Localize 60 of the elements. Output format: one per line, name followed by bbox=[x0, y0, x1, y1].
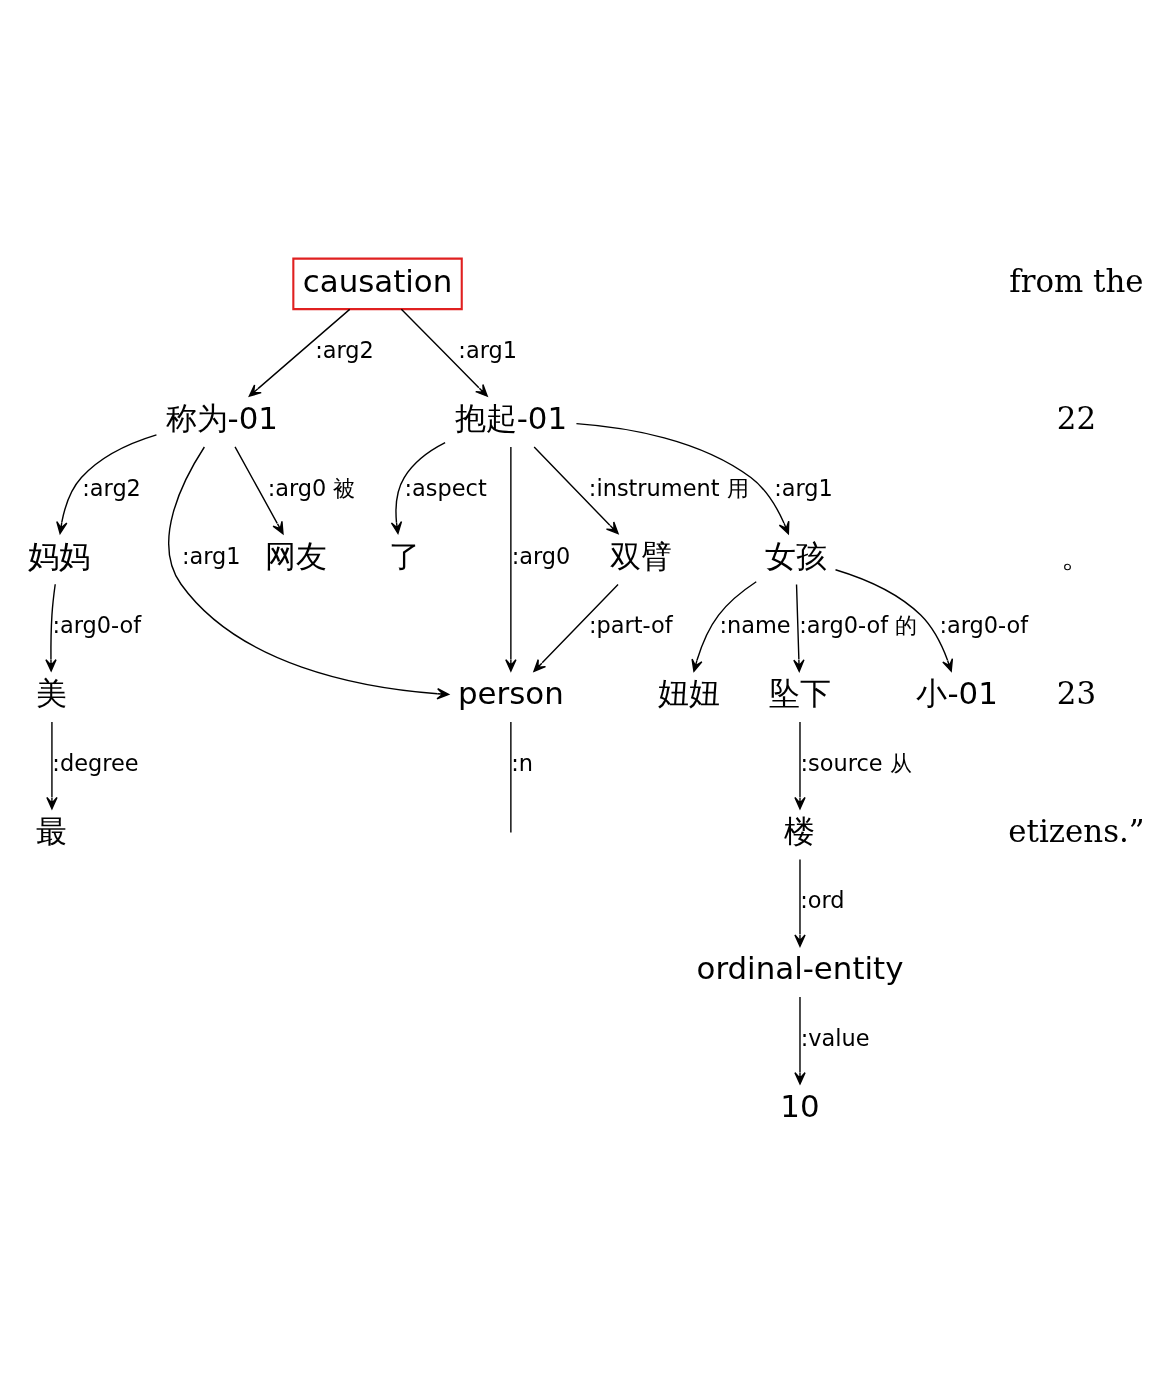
node-text: 小-01 bbox=[916, 675, 998, 712]
node-text: ordinal-entity bbox=[696, 950, 904, 987]
node-text: 坠下 bbox=[768, 675, 831, 712]
edge-label: :n bbox=[511, 749, 533, 776]
edge-label: :part-of bbox=[589, 612, 673, 639]
node-text: 妞妞 bbox=[658, 675, 721, 712]
arrow bbox=[505, 446, 517, 672]
edge-label: :arg0-of bbox=[52, 612, 142, 639]
edge-label: :arg2 bbox=[315, 336, 374, 363]
arrow bbox=[234, 446, 284, 535]
label: 23 bbox=[1056, 675, 1097, 712]
label: 。 bbox=[1060, 537, 1092, 574]
edge-label: :arg1 bbox=[458, 336, 518, 363]
arrow bbox=[834, 569, 954, 672]
edge-label: :arg1 bbox=[774, 474, 833, 501]
edge-label: :arg0 被 bbox=[267, 474, 356, 501]
arrow bbox=[794, 858, 806, 947]
connector bbox=[510, 721, 512, 834]
edge-label: :degree bbox=[52, 749, 139, 776]
edge-label: :aspect bbox=[404, 474, 487, 501]
edge-label: :arg1 bbox=[181, 543, 241, 570]
node-text: 抱起-01 bbox=[454, 400, 568, 437]
node-text: 最 bbox=[36, 812, 68, 849]
arrow bbox=[533, 583, 619, 672]
edge-label: :source 从 bbox=[800, 749, 912, 776]
node-text: 女孩 bbox=[764, 537, 827, 574]
arrow bbox=[794, 721, 806, 810]
label: 22 bbox=[1056, 400, 1097, 437]
edge-label: :arg0-of 的 bbox=[799, 612, 918, 639]
edge-label: :instrument 用 bbox=[588, 474, 749, 501]
node-text: 楼 bbox=[784, 812, 816, 849]
arrow bbox=[56, 434, 158, 535]
node-text: 称为-01 bbox=[165, 400, 278, 437]
edge-label: :arg0 bbox=[511, 543, 571, 570]
edge-label: :arg0-of bbox=[939, 612, 1029, 639]
label: from the bbox=[1009, 262, 1144, 299]
arrow bbox=[691, 581, 757, 672]
arrow bbox=[400, 308, 488, 397]
edge-label: :value bbox=[800, 1024, 870, 1051]
arrow bbox=[794, 996, 806, 1085]
node-text: 妈妈 bbox=[27, 537, 90, 574]
node-text: person bbox=[457, 675, 564, 712]
node-text: 双臂 bbox=[610, 537, 673, 574]
arrow bbox=[45, 583, 57, 672]
edge-label: :name bbox=[719, 612, 791, 639]
edge-label: :ord bbox=[800, 887, 845, 914]
label: etizens.” bbox=[1008, 812, 1145, 849]
arrow bbox=[793, 583, 805, 672]
arrow bbox=[168, 446, 450, 700]
arrow bbox=[46, 721, 58, 810]
edge-label: :arg2 bbox=[82, 474, 141, 501]
arrow bbox=[248, 308, 351, 397]
node-box: causation bbox=[292, 257, 463, 311]
node-text: 美 bbox=[36, 675, 68, 712]
arrow bbox=[390, 442, 446, 535]
arrow bbox=[575, 422, 790, 535]
arrow bbox=[533, 446, 619, 535]
node-text: 网友 bbox=[265, 537, 328, 574]
node-text: 10 bbox=[780, 1087, 820, 1124]
node-text: 了 bbox=[388, 537, 420, 574]
